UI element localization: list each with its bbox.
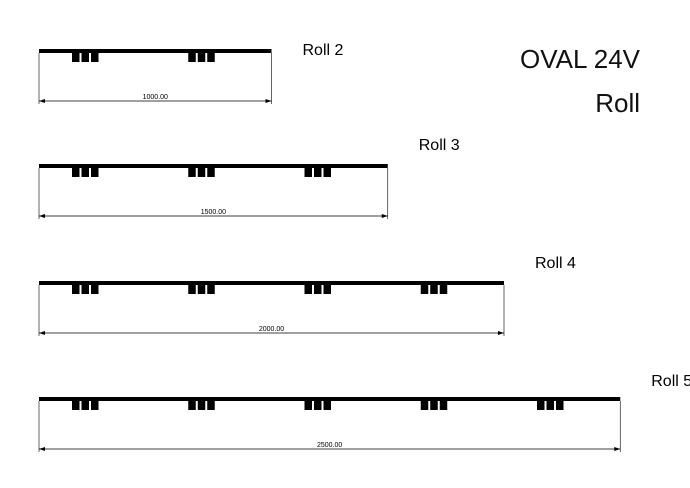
dimension-arrow-right [498, 331, 504, 335]
light-module [430, 285, 438, 294]
light-module [197, 285, 206, 294]
light-module [81, 285, 89, 294]
light-module [197, 53, 206, 62]
light-module [323, 401, 331, 410]
dimension-value: 2500.00 [317, 442, 342, 449]
dimension-arrow-right [614, 447, 621, 451]
diagram-title-line1: OVAL 24V [520, 44, 640, 74]
light-module [72, 401, 80, 410]
dimension-value: 2000.00 [259, 326, 284, 333]
dimension-arrow-left [39, 331, 45, 335]
roll-label: Roll 3 [419, 137, 460, 154]
dimension-value: 1000.00 [143, 94, 168, 101]
dimension-arrow-left [39, 99, 45, 103]
light-module [188, 401, 196, 410]
light-module [207, 168, 215, 177]
light-module [304, 401, 312, 410]
light-module [72, 285, 80, 294]
light-module [81, 401, 89, 410]
light-module [439, 401, 448, 410]
light-module [91, 401, 99, 410]
light-module [72, 53, 80, 62]
light-module [304, 285, 312, 294]
light-module [91, 53, 99, 62]
light-module [188, 285, 196, 294]
light-module [81, 168, 89, 177]
dimension-arrow-right [265, 99, 272, 103]
roll-strip-bar [39, 281, 504, 285]
light-module [188, 53, 196, 62]
roll-label: Roll 5 [651, 373, 690, 390]
dimension-arrow-left [39, 447, 45, 451]
diagram-title-line2: Roll [595, 88, 640, 118]
light-module [323, 285, 331, 294]
light-module [91, 168, 99, 177]
light-module [314, 401, 322, 410]
dimension-arrow-right [381, 214, 388, 218]
light-module [207, 401, 215, 410]
light-module [207, 285, 215, 294]
light-module [439, 285, 448, 294]
light-module [188, 168, 196, 177]
roll-label: Roll 2 [303, 42, 344, 59]
light-module [304, 168, 312, 177]
light-module [72, 168, 80, 177]
light-module [323, 168, 331, 177]
light-module [420, 285, 429, 294]
roll-strip-bar [39, 164, 388, 168]
light-module [556, 401, 564, 410]
light-module [314, 285, 322, 294]
dimension-value: 1500.00 [201, 209, 226, 216]
light-module [207, 53, 215, 62]
light-module [420, 401, 429, 410]
light-module [197, 401, 206, 410]
light-module [314, 168, 322, 177]
dimension-arrow-left [39, 214, 45, 218]
roll-strip-bar [39, 49, 272, 53]
light-module [430, 401, 438, 410]
light-module [546, 401, 554, 410]
light-module [197, 168, 206, 177]
roll-label: Roll 4 [535, 255, 576, 272]
roll-strip-bar [39, 397, 621, 401]
light-module [537, 401, 545, 410]
light-module [91, 285, 99, 294]
light-module [81, 53, 89, 62]
